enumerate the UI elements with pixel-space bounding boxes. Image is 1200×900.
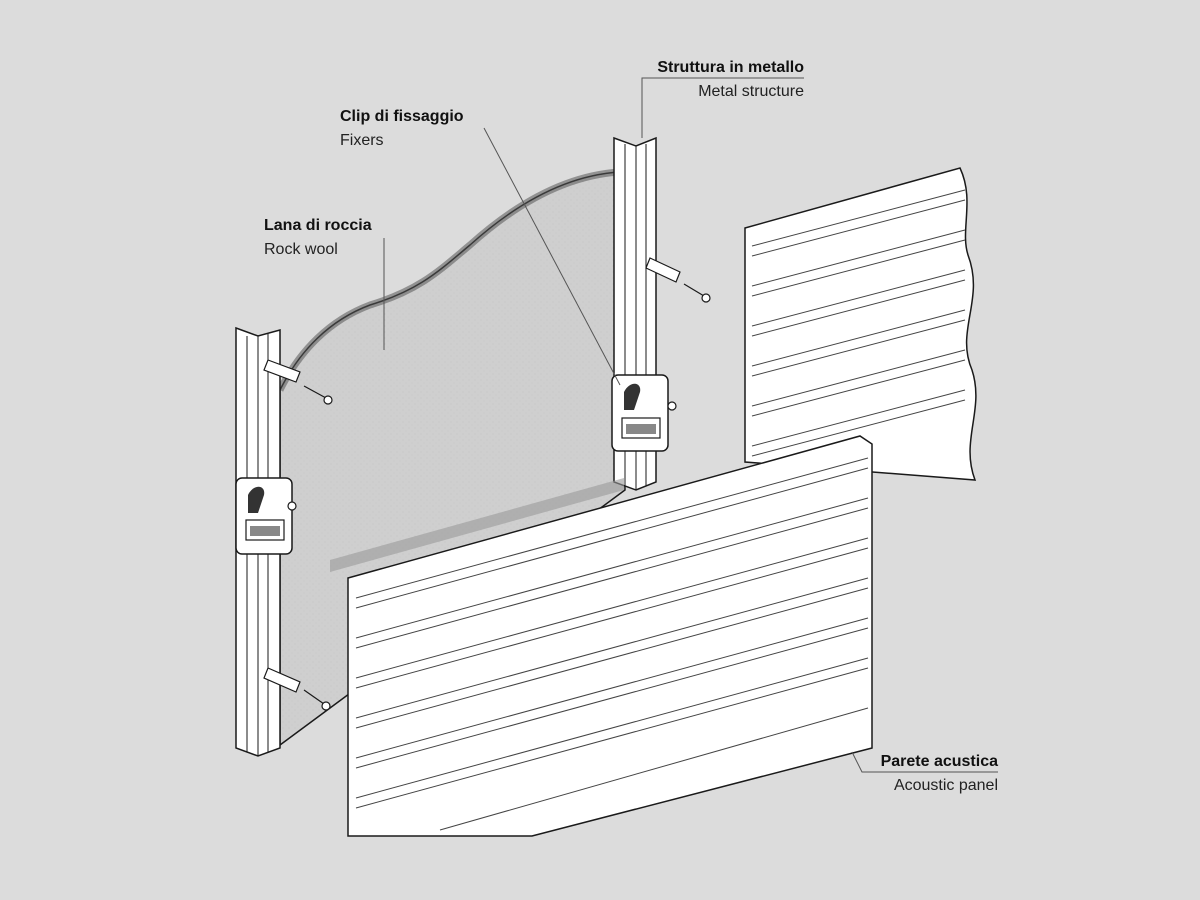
metal-structure-label: Struttura in metallo Metal structure [600, 56, 804, 104]
rock-wool-label-it: Lana di roccia [264, 217, 372, 234]
back-acoustic-panel [744, 167, 977, 481]
leader-lines [383, 77, 998, 773]
screw-anchors [263, 257, 711, 711]
fixers-label-en: Fixers [340, 132, 384, 149]
acoustic-panel-label: Parete acustica Acoustic panel [820, 750, 998, 798]
fixing-clip-right [611, 374, 669, 452]
acoustic-panel-label-en: Acoustic panel [893, 777, 998, 794]
metal-structure-label-en: Metal structure [698, 83, 804, 100]
front-acoustic-panel [330, 435, 873, 837]
acoustic-panel-label-it: Parete acustica [880, 753, 998, 770]
fixers-label: Clip di fissaggio Fixers [340, 105, 464, 153]
fixers-label-it: Clip di fissaggio [340, 108, 464, 125]
fixing-clip-left [235, 477, 293, 555]
rock-wool-label-en: Rock wool [264, 241, 338, 258]
metal-structure-label-it: Struttura in metallo [657, 59, 804, 76]
rock-wool-label: Lana di roccia Rock wool [264, 214, 372, 262]
